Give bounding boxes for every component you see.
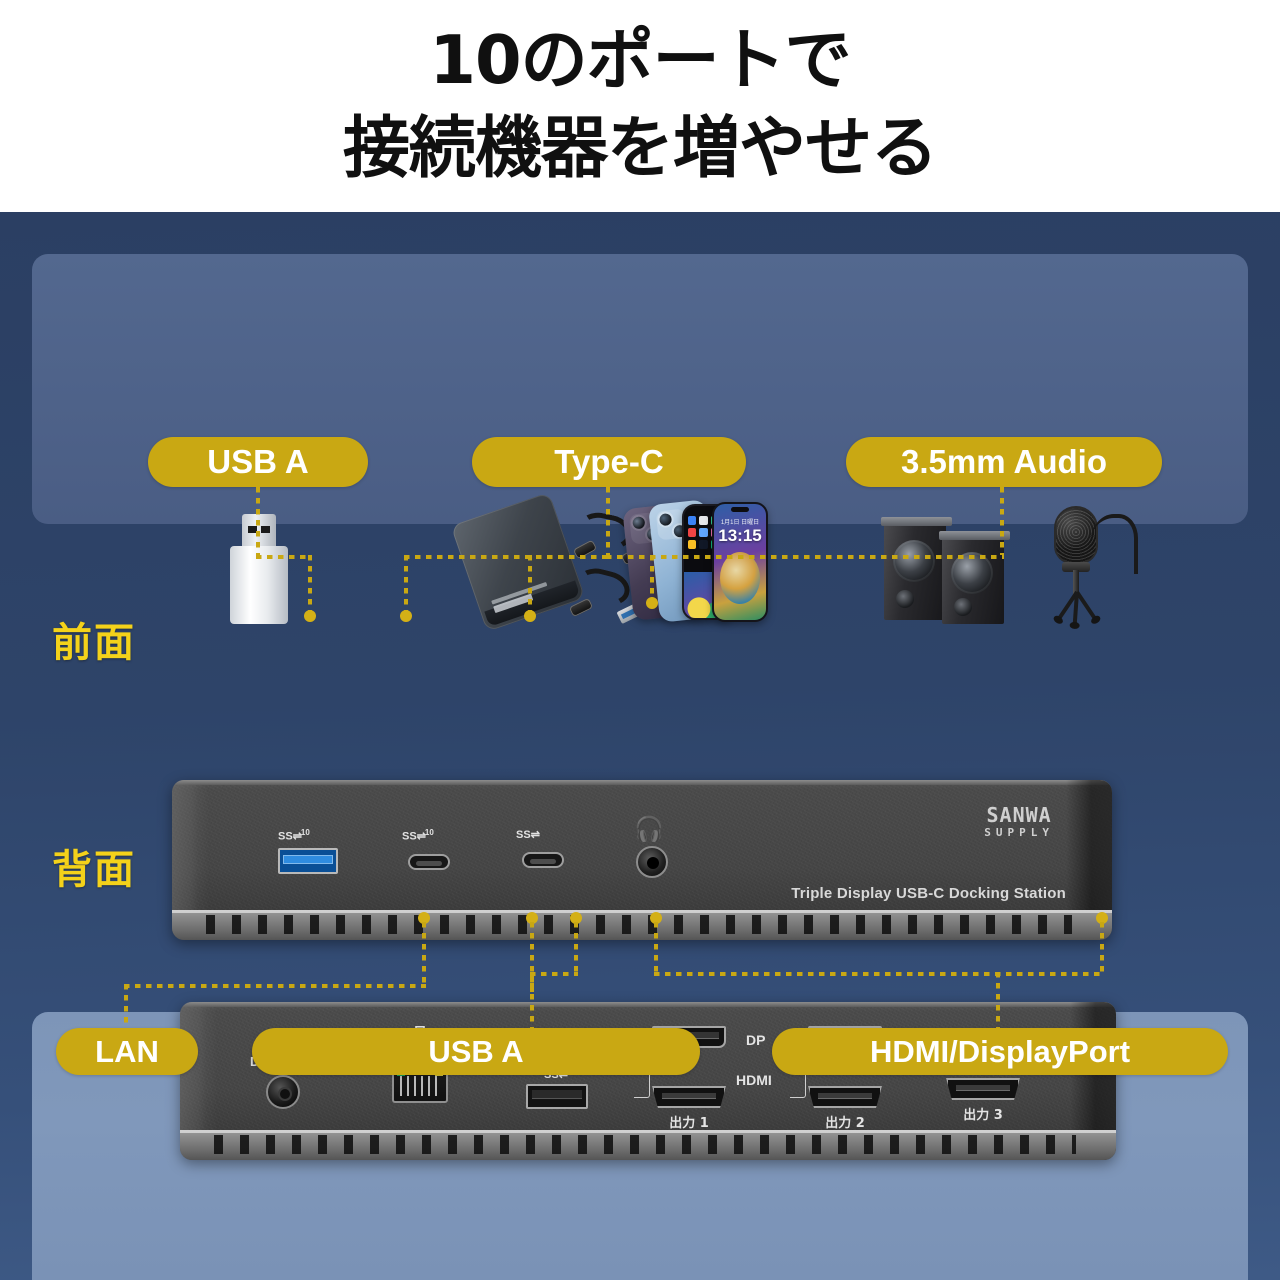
ss10-marking-usba: SS⇌10 xyxy=(278,828,310,843)
smartphone-group-image: 1月1日 日曜日 13:15 xyxy=(622,498,768,626)
connector-video-v2 xyxy=(1100,922,1104,972)
connector-typec-v2 xyxy=(404,555,408,617)
connector-audio-v2 xyxy=(650,555,654,603)
hdmi-label-1: HDMI xyxy=(736,1072,772,1088)
ss-marking-usbc2: SS⇌ xyxy=(516,829,540,841)
usb-c-connector-1[interactable] xyxy=(408,853,450,870)
connector-rear-usba-dot2 xyxy=(570,912,582,924)
audio-jack-connector[interactable] xyxy=(636,846,668,878)
front-usb-a-port-group[interactable]: SS⇌10 xyxy=(278,828,338,874)
front-side-label: 前面 xyxy=(52,620,136,666)
brand-subtitle: SUPPLY xyxy=(984,826,1054,839)
connector-rear-usba-v1 xyxy=(530,922,534,992)
connector-usba-top-h xyxy=(256,555,312,559)
page-title: 10のポートで 接続機器を増やせる xyxy=(0,0,1280,212)
rear-usb-a-port-2-group[interactable]: SS⇌ xyxy=(526,1068,588,1109)
connector-usba-top-v2 xyxy=(308,555,312,617)
brand-name: SANWA xyxy=(986,803,1052,827)
connector-audio-h xyxy=(650,555,1004,559)
connector-typec-dot2 xyxy=(524,610,536,622)
hdmi-connector-1[interactable] xyxy=(652,1086,726,1108)
front-usb-c-port-2-group[interactable]: SS⇌ xyxy=(516,828,564,868)
smartphone-lockscreen-image: 1月1日 日曜日 13:15 xyxy=(712,502,768,622)
title-line-1: 10のポートで xyxy=(429,21,851,99)
tripod-microphone-image xyxy=(1032,500,1144,627)
connector-audio-dot xyxy=(646,597,658,609)
connector-typec-dot1 xyxy=(400,610,412,622)
badge-hdmi-displayport[interactable]: HDMI/DisplayPort xyxy=(772,1028,1228,1075)
connector-rear-usba-v2 xyxy=(574,922,578,972)
connector-video-v3 xyxy=(996,972,1000,1030)
lockscreen-date: 1月1日 日曜日 xyxy=(720,520,760,526)
connector-lan-v1 xyxy=(422,922,426,984)
infographic-canvas: 前面 背面 xyxy=(0,212,1280,1280)
rear-vent-grille xyxy=(180,1130,1116,1160)
badge-lan[interactable]: LAN xyxy=(56,1028,198,1075)
speaker-pair-image xyxy=(881,512,1030,624)
video-output-3-caption: 出力 3 xyxy=(963,1108,1003,1123)
speaker-right-image xyxy=(939,531,1010,624)
dc-in-jack[interactable] xyxy=(266,1075,301,1109)
usb-c-connector-2[interactable] xyxy=(522,852,564,868)
hdmi-connector-2[interactable] xyxy=(808,1086,882,1108)
video-output-2-caption: 出力 2 xyxy=(825,1116,865,1131)
product-name-text: Triple Display USB-C Docking Station xyxy=(791,885,1066,902)
video-output-1-caption: 出力 1 xyxy=(669,1116,709,1131)
connector-rear-usba-h xyxy=(530,972,578,976)
connector-video-dot1 xyxy=(650,912,662,924)
connector-typec-h xyxy=(404,555,608,559)
usb-a-connector[interactable] xyxy=(278,847,338,874)
headphone-icon: 🎧 xyxy=(634,816,664,843)
usb-flash-drive-image xyxy=(230,514,288,624)
ss10-marking-usbc1: SS⇌10 xyxy=(402,828,434,843)
connector-usba-top-v1 xyxy=(256,487,260,555)
ssd-body xyxy=(450,492,586,632)
badge-usb-a-top[interactable]: USB A xyxy=(148,437,368,487)
portable-ssd-image xyxy=(450,492,586,632)
rear-usb-a-connector-2[interactable] xyxy=(526,1084,588,1109)
connector-typec-v3 xyxy=(528,555,532,617)
dock-front-panel: SANWA SUPPLY Triple Display USB-C Dockin… xyxy=(172,780,1112,940)
badge-audio[interactable]: 3.5mm Audio xyxy=(846,437,1162,487)
speaker-left-image xyxy=(881,517,952,620)
badge-type-c[interactable]: Type-C xyxy=(472,437,746,487)
sanwa-logo: SANWA SUPPLY xyxy=(984,804,1054,840)
connector-video-h xyxy=(654,972,1104,976)
connector-lan-dot xyxy=(418,912,430,924)
rear-side-label: 背面 xyxy=(52,847,136,893)
front-usb-c-port-1-group[interactable]: SS⇌10 xyxy=(402,828,450,870)
dp-label: DP xyxy=(746,1032,766,1048)
connector-lan-v2 xyxy=(124,984,128,1030)
connector-rear-usba-v3 xyxy=(530,972,534,1030)
connector-video-v1 xyxy=(654,922,658,972)
connector-usba-top-dot xyxy=(304,610,316,622)
connector-lan-h xyxy=(124,984,426,988)
lockscreen-time: 13:15 xyxy=(718,526,762,545)
title-line-2: 接続機器を増やせる xyxy=(343,109,938,187)
flash-drive-body xyxy=(230,546,288,624)
connector-typec-v1 xyxy=(606,487,610,555)
connector-audio-v1 xyxy=(1000,487,1004,555)
connector-video-dot2 xyxy=(1096,912,1108,924)
hdmi-connector-3[interactable] xyxy=(946,1078,1020,1100)
connector-rear-usba-dot1 xyxy=(526,912,538,924)
front-vent-grille xyxy=(172,910,1112,940)
front-audio-jack-group[interactable]: 🎧 xyxy=(634,818,668,878)
badge-usb-a-bottom[interactable]: USB A xyxy=(252,1028,700,1075)
dock-rear-panel: DC IN 24V SS⇌ xyxy=(180,1002,1116,1160)
